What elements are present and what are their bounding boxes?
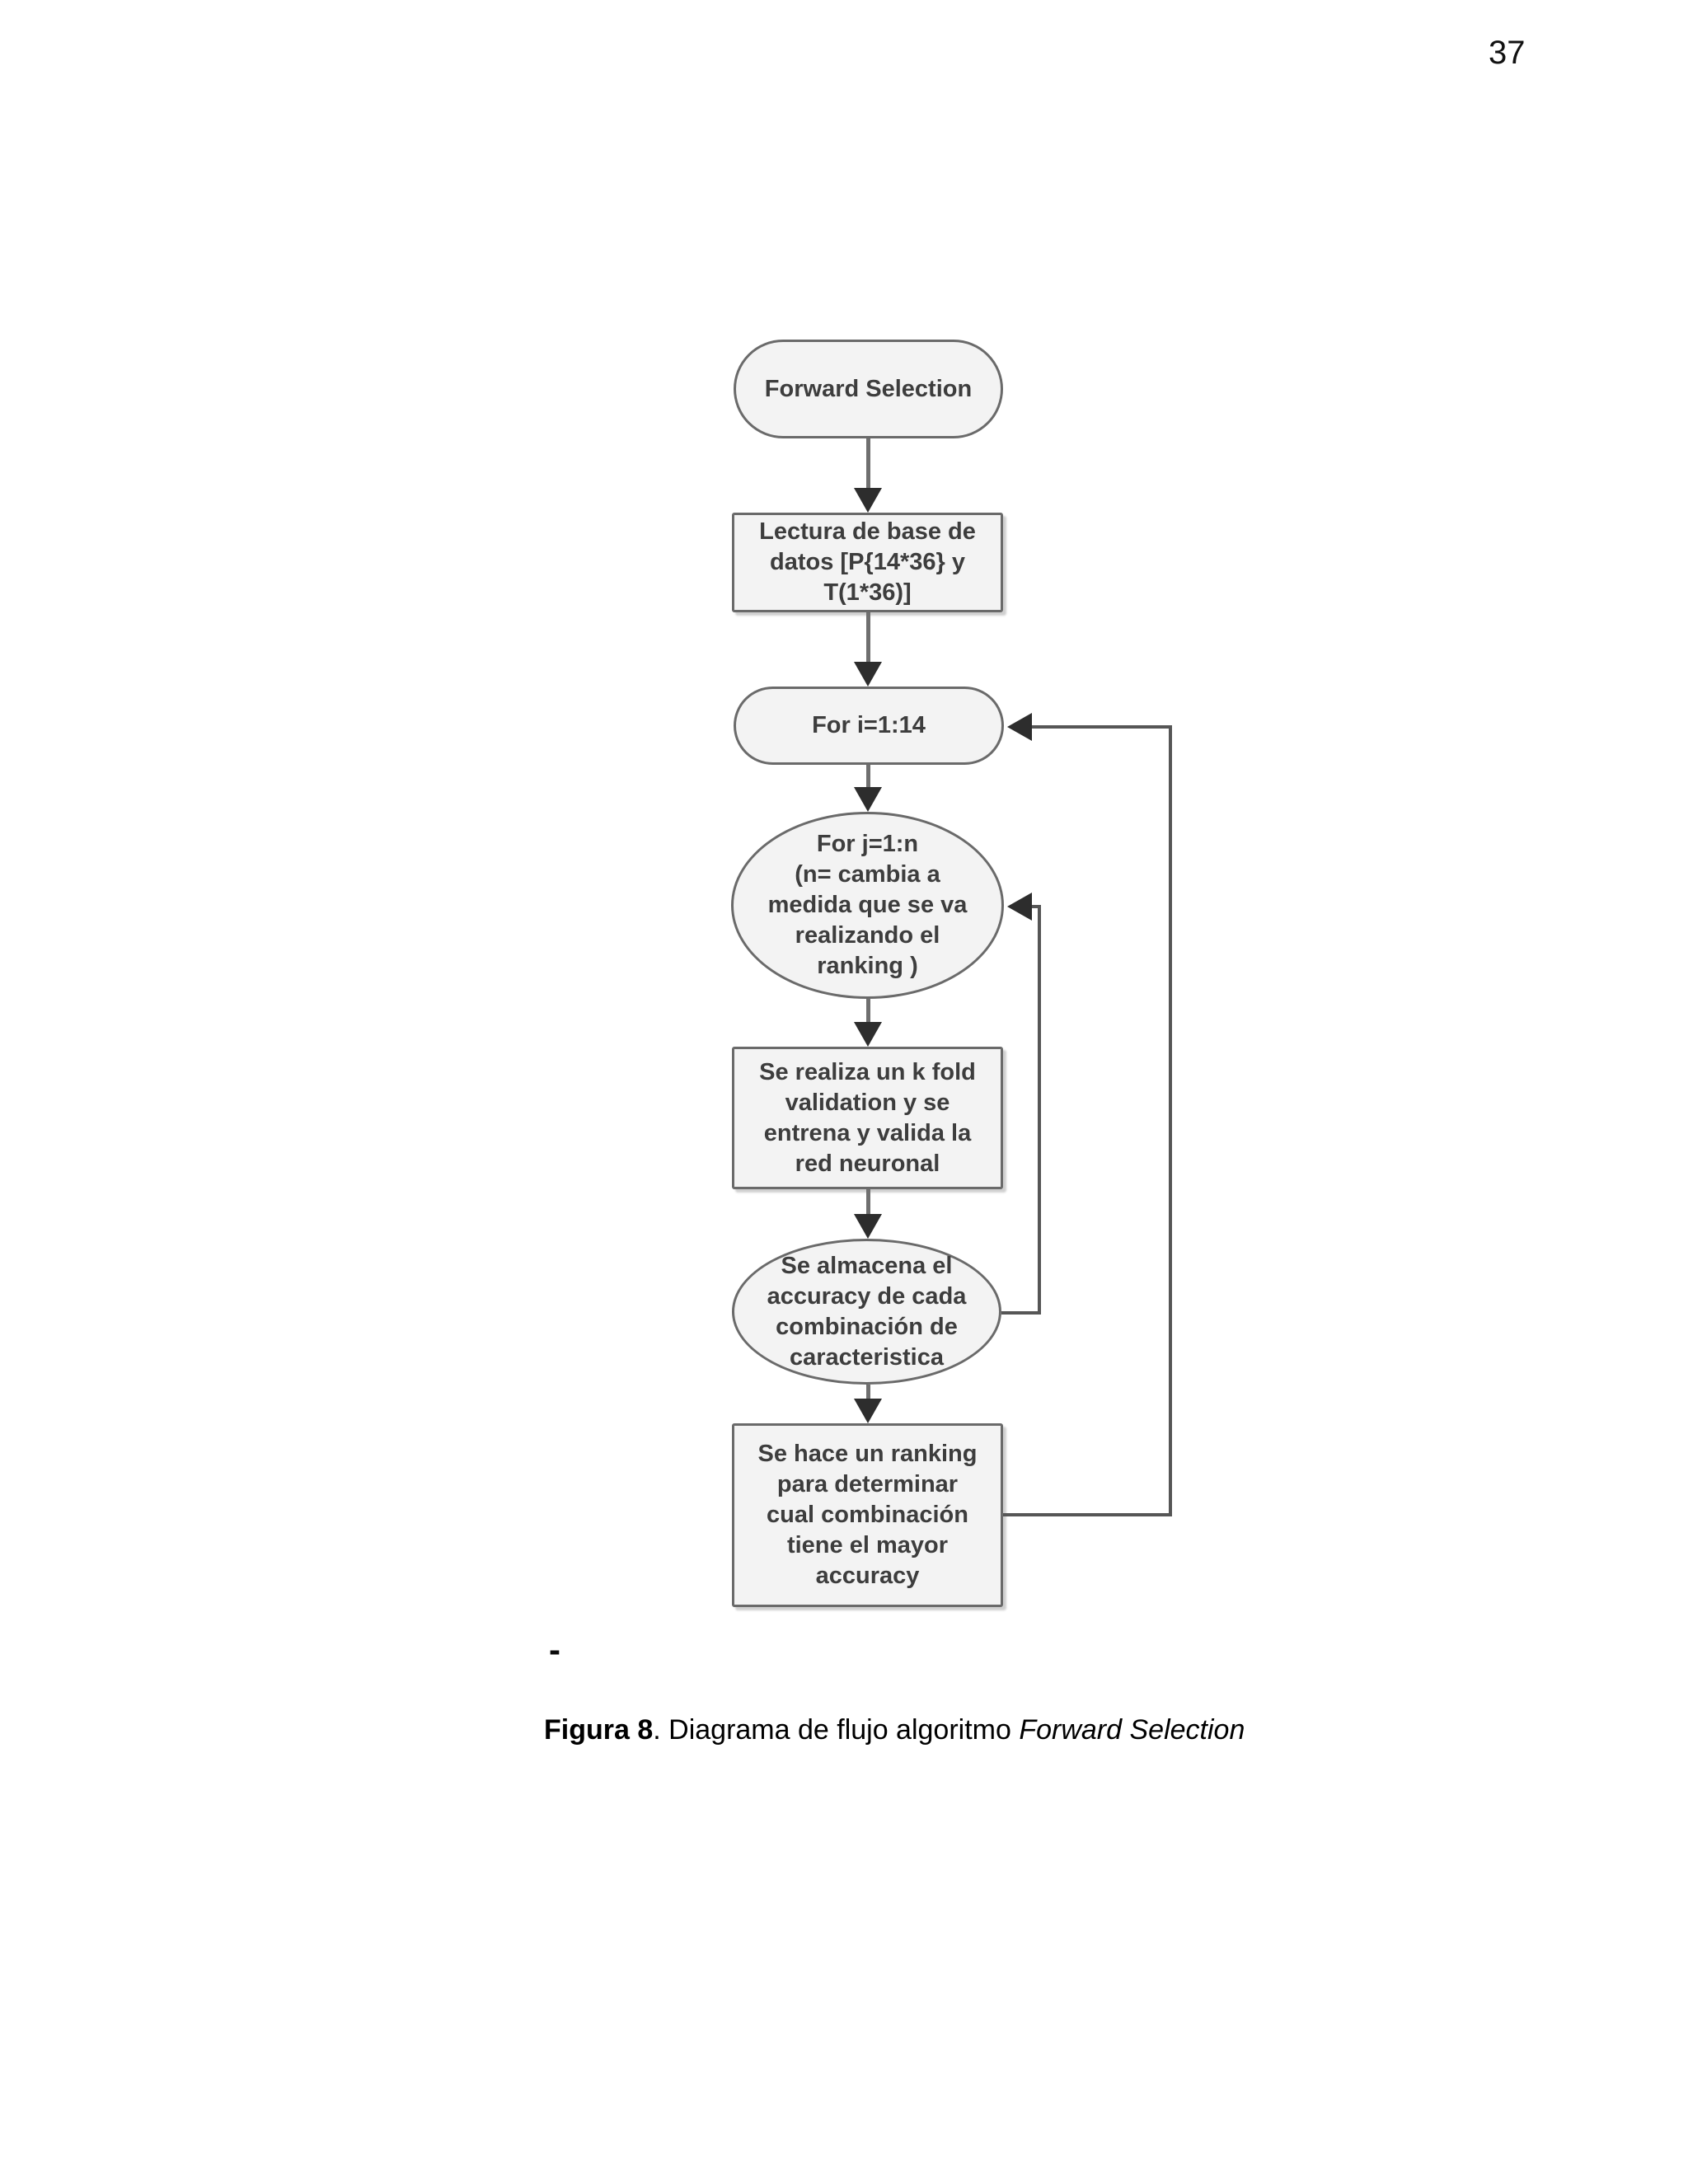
loop-line bbox=[1169, 725, 1172, 1516]
connector-line bbox=[866, 999, 870, 1024]
stray-dash: - bbox=[549, 1630, 560, 1669]
page-number: 37 bbox=[1489, 35, 1526, 71]
connector-line bbox=[866, 612, 870, 663]
flowchart-node-start: Forward Selection bbox=[734, 340, 1003, 438]
figure-caption-text: . Diagrama de flujo algoritmo bbox=[653, 1714, 1020, 1746]
flowchart-node-ranking: Se hace un ranking para determinar cual … bbox=[732, 1423, 1003, 1607]
arrowhead-left-icon bbox=[1007, 893, 1032, 921]
loop-line bbox=[1030, 725, 1169, 729]
flowchart-node-for-i: For i=1:14 bbox=[734, 687, 1004, 765]
connector-line bbox=[866, 1189, 870, 1216]
flowchart-node-kfold: Se realiza un k fold validation y se ent… bbox=[732, 1047, 1003, 1189]
figure-caption: Figura 8. Diagrama de flujo algoritmo Fo… bbox=[544, 1714, 1245, 1746]
connector-line bbox=[866, 765, 870, 789]
connector-line bbox=[866, 1385, 870, 1400]
loop-line bbox=[1030, 905, 1041, 908]
arrowhead-down-icon bbox=[854, 1214, 882, 1239]
connector-line bbox=[866, 438, 870, 490]
flowchart-node-for-j: For j=1:n (n= cambia a medida que se va … bbox=[731, 812, 1004, 999]
figure-caption-italic: Forward Selection bbox=[1019, 1714, 1245, 1746]
loop-line bbox=[1003, 1513, 1172, 1516]
arrowhead-down-icon bbox=[854, 662, 882, 687]
arrowhead-down-icon bbox=[854, 787, 882, 812]
loop-line bbox=[1001, 1311, 1041, 1315]
arrowhead-down-icon bbox=[854, 1399, 882, 1423]
loop-line bbox=[1038, 907, 1041, 1313]
arrowhead-down-icon bbox=[854, 488, 882, 513]
arrowhead-down-icon bbox=[854, 1022, 882, 1047]
arrowhead-left-icon bbox=[1007, 713, 1032, 741]
flowchart-node-read-database: Lectura de base de datos [P{14*36} y T(1… bbox=[732, 513, 1003, 612]
figure-caption-label: Figura 8 bbox=[544, 1714, 654, 1746]
flowchart-node-store-accuracy: Se almacena el accuracy de cada combinac… bbox=[732, 1239, 1001, 1385]
